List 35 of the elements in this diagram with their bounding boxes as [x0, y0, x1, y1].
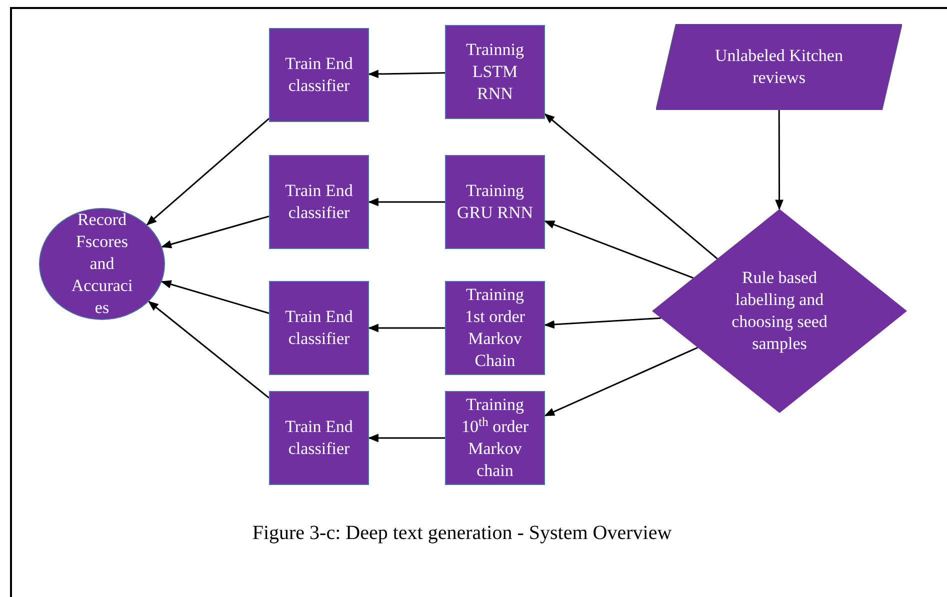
arrow [544, 220, 694, 279]
arrow [544, 317, 661, 329]
process-box [445, 281, 545, 375]
arrow [368, 434, 445, 442]
node-text: Training GRU RNN [456, 180, 534, 224]
node-text: Unlabeled Kitchen reviews [714, 45, 844, 89]
node-text: Record Fscores and Accuraci es [70, 209, 134, 319]
arrow [544, 113, 718, 260]
node-text: Trainnig LSTM RNN [465, 39, 525, 105]
input-parallelogram [656, 24, 902, 110]
arrow [146, 118, 270, 226]
node-text: Rule based labelling and choosing seed samples [730, 267, 828, 355]
process-box [269, 281, 369, 375]
arrow [544, 346, 698, 416]
process-box [269, 28, 369, 122]
node-text: Train End classifier [284, 53, 354, 97]
node-text: Train End classifier [284, 180, 354, 224]
arrow [160, 216, 270, 248]
arrow [160, 280, 270, 314]
decision-diamond [652, 209, 907, 413]
node-text: Training 10$^{th}$ order Markov chain [460, 394, 530, 482]
arrow [775, 110, 784, 210]
node-text: Training 1st order Markov Chain [464, 284, 526, 372]
arrow [368, 324, 445, 332]
process-box [269, 391, 369, 485]
arrow [368, 198, 445, 206]
process-box [445, 25, 545, 119]
arrow [148, 300, 270, 398]
process-box [445, 391, 545, 485]
node-text: Train End classifier [284, 416, 354, 460]
figure-caption: Figure 3-c: Deep text generation - System Overview [251, 521, 673, 546]
process-box [269, 155, 369, 249]
process-box [445, 155, 545, 249]
arrow [368, 70, 446, 78]
node-text: Train End classifier [284, 306, 354, 350]
